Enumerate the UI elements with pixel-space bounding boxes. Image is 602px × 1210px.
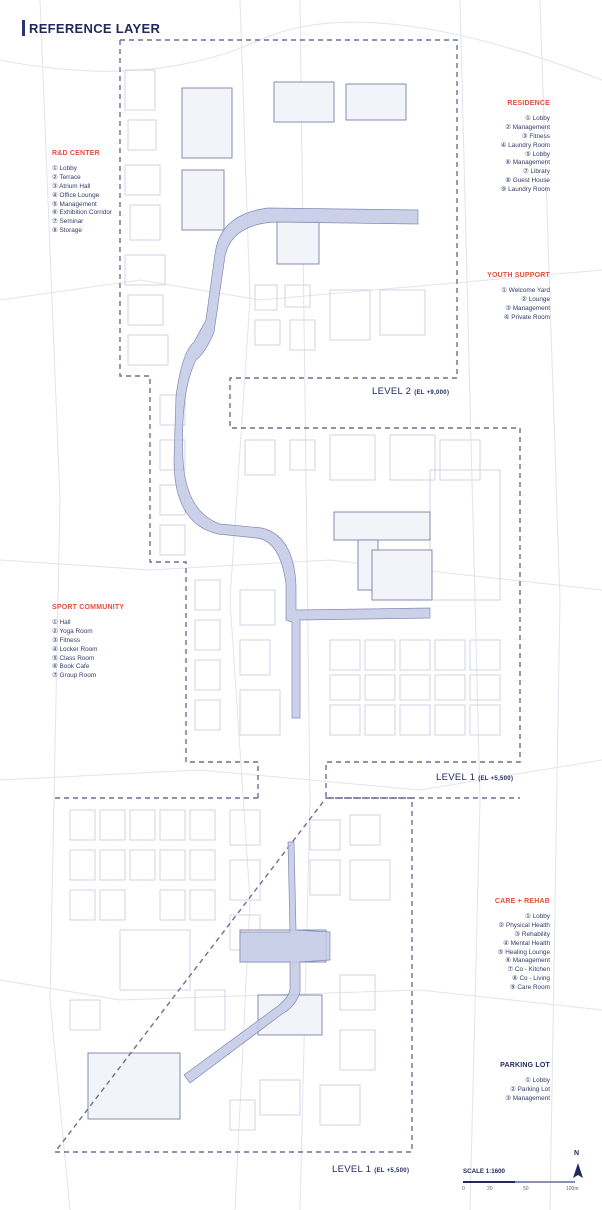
legend-item: ① Lobby: [525, 114, 550, 122]
scale-bar: [463, 1181, 575, 1183]
level-outlines: [53, 39, 521, 1153]
legend-heading: SPORT COMMUNITY: [52, 604, 125, 611]
legend-item: ⑤ Class Room: [52, 654, 95, 662]
legend-item: ② Terrace: [52, 173, 81, 181]
scale-label: SCALE 1:1600: [463, 1168, 505, 1175]
legend-item: ② Management: [505, 123, 550, 131]
legend-item: ② Physical Health: [498, 921, 550, 929]
legend-item: ⑦ Group Room: [52, 672, 97, 680]
legend-item: ② Lounge: [521, 295, 550, 303]
legend-item: ① Welcome Yard: [501, 286, 550, 294]
legend-item: ⑥ Exhibition Corridor: [52, 209, 113, 217]
legend-item: ⑨ Laundry Room: [500, 186, 550, 194]
legend-item: ⑤ Healing Lounge: [497, 948, 550, 956]
legend-rnd-center: R&D CENTER ① Lobby ② Terrace ③ Atrium Ha…: [52, 150, 112, 236]
north-arrow-icon: [573, 1163, 583, 1178]
legend-heading: PARKING LOT: [500, 1062, 550, 1069]
legend-item: ② Parking Lot: [510, 1085, 550, 1093]
legend-care-rehab: CARE + REHAB ① Lobby ② Physical Health ③…: [495, 898, 550, 993]
legend-item: ④ Locker Room: [52, 645, 98, 653]
legend-item: ③ Rehability: [514, 930, 550, 938]
legend-item: ① Lobby: [525, 912, 550, 920]
legend-sport-community: SPORT COMMUNITY ① Hall ② Yoga Room ③ Fit…: [52, 604, 124, 681]
legend-item: ⑥ Book Cafe: [52, 663, 90, 671]
legend-item: ④ Office Lounge: [52, 191, 100, 199]
legend-item: ⑥ Management: [505, 159, 550, 167]
legend-item: ① Lobby: [525, 1076, 550, 1084]
scale-tick: 100m: [566, 1186, 579, 1192]
legend-heading: YOUTH SUPPORT: [487, 272, 550, 279]
legend-item: ⑤ Management: [52, 200, 97, 208]
page-title: REFERENCE LAYER: [29, 21, 161, 36]
level-2-label: LEVEL 2 (EL +9,000): [372, 386, 449, 397]
scale-tick: 0: [462, 1186, 465, 1192]
level-elevation: (EL +9,000): [414, 390, 450, 396]
legend-item: ⑨ Care Room: [509, 984, 550, 992]
legend-item: ⑧ Guest House: [505, 177, 550, 185]
legend-residence: RESIDENCE ① Lobby ② Management ③ Fitness…: [501, 100, 550, 195]
scale-tick: 20: [487, 1186, 493, 1192]
legend-item: ① Lobby: [52, 164, 77, 172]
legend-item: ⑦ Library: [522, 168, 550, 176]
level-name: LEVEL 1: [436, 772, 476, 783]
legend-item: ⑤ Lobby: [525, 150, 550, 158]
legend-parking-lot: PARKING LOT ① Lobby ② Parking Lot ③ Mana…: [500, 1062, 550, 1104]
level-1-lower-label: LEVEL 1 (EL +5,500): [332, 1164, 409, 1175]
legend-item: ⑦ Co - Kitchen: [507, 966, 550, 974]
legend-item: ④ Private Room: [503, 313, 550, 321]
legend-item: ③ Management: [505, 304, 550, 312]
building-blocks: [69, 69, 501, 1131]
legend-item: ② Yoga Room: [52, 627, 93, 635]
legend-item: ① Hall: [52, 618, 71, 626]
scale-tick: 50: [523, 1186, 529, 1192]
legend-heading: CARE + REHAB: [494, 898, 550, 905]
level-1-upper-label: LEVEL 1 (EL +5,500): [436, 772, 513, 783]
legend-item: ③ Atrium Hall: [52, 182, 91, 190]
title-accent-bar: [22, 20, 25, 36]
level-name: LEVEL 2: [372, 386, 412, 397]
legend-item: ④ Mental Health: [503, 939, 550, 947]
level-elevation: (EL +5,500): [374, 1168, 410, 1174]
elevated-walkway: [173, 207, 431, 1084]
legend-item: ③ Fitness: [52, 636, 81, 644]
legend-item: ⑥ Management: [505, 957, 550, 965]
legend-youth-support: YOUTH SUPPORT ① Welcome Yard ② Lounge ③ …: [487, 272, 550, 323]
legend-item: ③ Management: [505, 1094, 550, 1102]
legend-item: ⑧ Co - Living: [511, 975, 550, 983]
legend-item: ⑧ Storage: [52, 227, 82, 235]
legend-heading: RESIDENCE: [507, 100, 550, 107]
level-name: LEVEL 1: [332, 1164, 372, 1175]
north-label: N: [574, 1150, 580, 1157]
legend-heading: R&D CENTER: [52, 150, 100, 157]
level-elevation: (EL +5,500): [478, 776, 514, 782]
architecture-buildings: [87, 81, 433, 1120]
legend-item: ④ Laundry Room: [500, 141, 550, 149]
legend-item: ③ Fitness: [521, 132, 550, 140]
legend-item: ⑦ Seminar: [52, 218, 84, 226]
